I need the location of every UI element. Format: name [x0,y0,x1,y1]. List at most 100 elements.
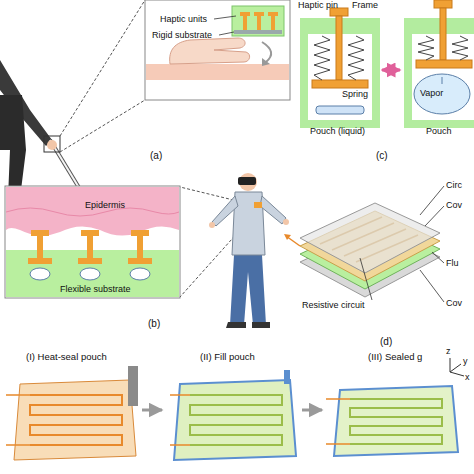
haptic-pin [254,12,264,16]
heater-trace [190,395,282,445]
connector-arrow [142,409,162,412]
spring [314,36,330,80]
hand [170,38,250,64]
haptic-pin [268,12,278,16]
part-label: Resistive circuit [302,300,365,311]
pouch-film [14,380,136,460]
zoom-line [60,0,145,136]
frame [404,18,474,128]
haptic-pin [128,258,152,264]
node-label: Pouch [426,126,452,137]
fabrication-step: (II) Fill pouch [162,350,302,470]
pouch [80,268,100,280]
person-shoe [226,322,246,328]
person-hand [209,222,215,228]
haptic-pin [240,12,250,16]
haptic-pin [131,230,149,236]
top-cover [300,203,440,273]
heater-trace [350,399,442,444]
motion-arrow [262,42,271,62]
panel-label: (b) [148,318,160,329]
inset-frame [145,0,290,100]
pouch [30,268,50,280]
zoom-line [60,100,145,152]
node-label: Frame [352,0,378,11]
zoom-box [44,136,60,152]
leader-line [425,206,444,226]
person-arm [260,196,286,224]
wire-arrowhead [284,234,291,240]
person-hand [47,140,57,150]
lead-wire [170,395,190,445]
axis-line [450,372,464,376]
haptic-patch [254,202,262,208]
person-jeans [230,255,266,325]
spring [452,36,468,60]
panel-label: (c) [376,150,388,161]
haptic-pin [31,230,49,236]
part-label: Flu [446,258,459,269]
part-label: Rigid substrate [152,30,212,41]
pouch [130,268,150,280]
haptic-pin-stem [440,8,446,60]
epidermis [6,187,179,236]
panel-label: (a) [150,150,162,161]
motion-arrowhead [262,58,270,66]
leader-line [360,258,372,300]
leader-line [219,32,234,35]
part-label: y [463,356,468,367]
rigid-substrate [234,30,282,34]
fabrication-step: (III) Sealed g [322,350,472,470]
axis-line [450,358,451,372]
haptic-pin [87,236,93,258]
connector-arrow [302,409,322,412]
pressure-arrow [442,77,443,84]
haptic-pin [243,16,247,30]
leader-line [214,16,236,19]
haptic-pin [78,258,102,264]
haptic-pin [137,236,143,258]
haptic-pin [28,258,52,264]
person-leg [0,95,26,198]
haptic-pin [81,230,99,236]
person-head [239,173,257,191]
part-label: x [465,372,470,383]
sealed-pouch [334,386,458,456]
fill-port [284,370,290,384]
heat-sealer [128,366,138,406]
person-arm [212,196,238,226]
actuator-state: VaporPouch [400,0,474,140]
forearm [146,64,289,80]
haptic-unit-housing [232,6,284,36]
haptic-pin-base [416,60,472,68]
fabrication-step: (I) Heat-seal pouch [2,350,142,470]
part-label: Cov [446,298,462,309]
lead-wire [6,395,30,445]
inset-frame [5,186,180,298]
part-label: Circ [446,180,462,191]
actuator-state: Haptic pinFrameSpringPouch (liquid) [296,0,382,140]
part-label: Epidermis [85,200,125,211]
spring [418,36,434,60]
heater-trace [30,395,122,445]
part-label: Flexible substrate [60,284,131,295]
pouch-film [174,380,296,460]
vr-headset [238,177,256,185]
node-label: (II) Fill pouch [200,351,255,362]
haptic-pin [271,16,275,30]
node-label: Pouch (liquid) [310,126,365,137]
leader-line [420,186,444,215]
person-shoe [252,322,270,328]
vapor-pouch [414,74,470,114]
spring [348,36,364,80]
connector-arrow [382,69,400,72]
haptic-pin [37,236,43,258]
node-label: Spring [342,89,368,100]
haptic-pin-stem [336,16,342,80]
part-label: Haptic units [160,14,207,25]
axis-line [450,364,461,372]
